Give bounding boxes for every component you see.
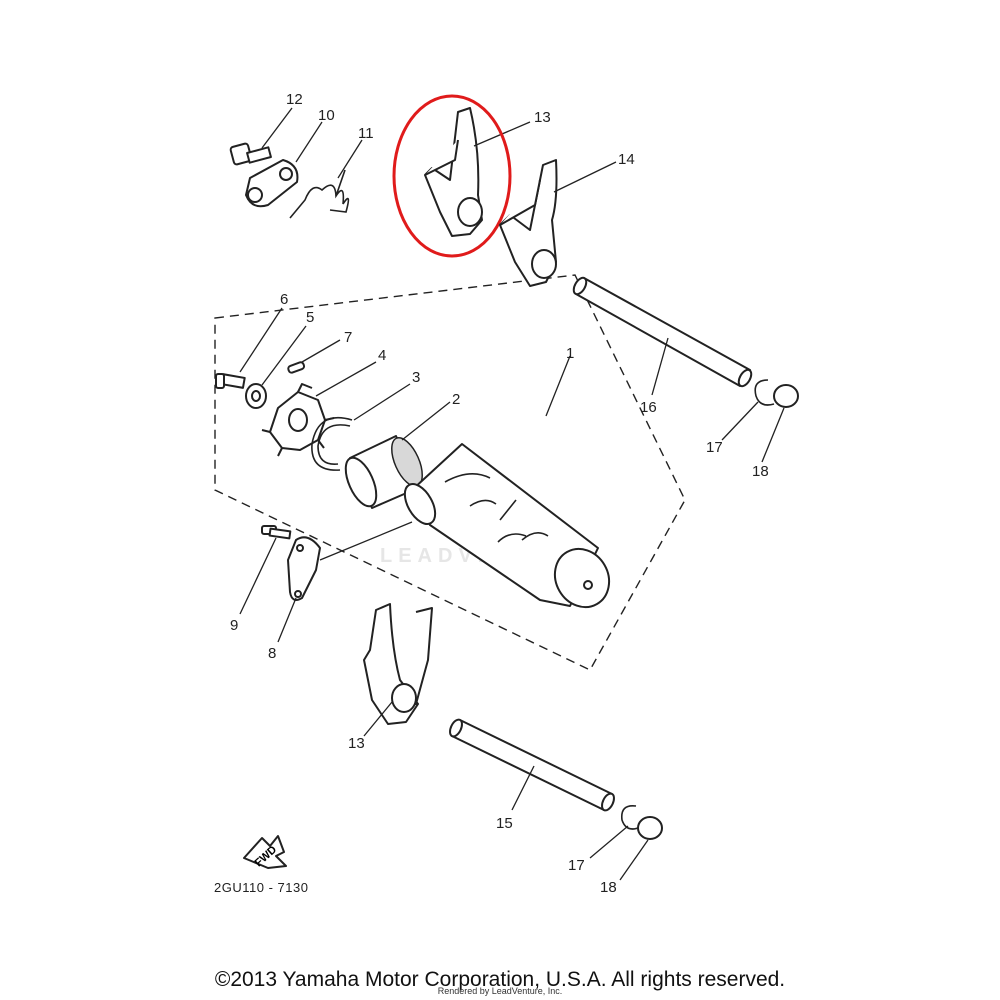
- label-9: 9: [230, 617, 238, 634]
- rendered-by-text: Rendered by LeadVenture, Inc.: [437, 986, 563, 996]
- label-3: 3: [412, 369, 420, 386]
- label-7: 7: [344, 329, 352, 346]
- part-16-guide-bar[interactable]: [571, 276, 754, 396]
- label-13-lower: 13: [348, 735, 365, 752]
- label-12: 12: [286, 91, 303, 108]
- label-15: 15: [496, 815, 513, 832]
- part-17-circlip-lower[interactable]: [589, 804, 639, 859]
- part-number-labels: 1 2 3 4 5 6 7 8 9 10 11 12 13 13 14 15 1…: [230, 91, 769, 896]
- label-10: 10: [318, 107, 335, 124]
- assembly-boundary: [214, 274, 686, 671]
- label-17-lower: 17: [568, 857, 585, 874]
- part-14-shift-fork[interactable]: [499, 159, 617, 287]
- label-14: 14: [618, 151, 635, 168]
- label-6: 6: [280, 291, 288, 308]
- part-8-stopper-plate[interactable]: [277, 521, 413, 643]
- part-18-cap-lower[interactable]: [619, 816, 663, 881]
- part-7-dowel-pin[interactable]: [287, 339, 341, 374]
- part-10-stopper-lever[interactable]: [245, 121, 323, 208]
- part-3-retaining-ring[interactable]: [311, 383, 411, 471]
- label-13-top: 13: [534, 109, 551, 126]
- label-2: 2: [452, 391, 460, 408]
- part-9-screw[interactable]: [239, 525, 292, 615]
- label-17-upper: 17: [706, 439, 723, 456]
- label-4: 4: [378, 347, 386, 364]
- part-5-washer[interactable]: [245, 325, 307, 409]
- part-6-screw[interactable]: [215, 307, 283, 389]
- copyright-text: ©2013 Yamaha Motor Corporation, U.S.A. A…: [214, 968, 786, 991]
- shift-cam-drum[interactable]: [399, 355, 620, 617]
- part-13-shift-fork-lower[interactable]: [363, 603, 433, 737]
- diagram-code: 2GU110 - 7130: [214, 880, 308, 895]
- label-1: 1: [566, 345, 574, 362]
- fwd-arrow-icon: FWD: [243, 835, 287, 869]
- label-8: 8: [268, 645, 276, 662]
- part-18-cap-upper[interactable]: [761, 384, 799, 463]
- label-18-upper: 18: [752, 463, 769, 480]
- label-11: 11: [358, 125, 374, 142]
- highlight-circle: [392, 94, 512, 258]
- label-18-lower: 18: [600, 879, 617, 896]
- part-17-circlip-upper[interactable]: [721, 379, 775, 441]
- part-11-torsion-spring[interactable]: [289, 139, 363, 219]
- label-5: 5: [306, 309, 314, 326]
- part-15-guide-bar[interactable]: [448, 718, 617, 813]
- part-4-segment[interactable]: [261, 361, 377, 457]
- label-16: 16: [640, 399, 657, 416]
- part-12-bolt[interactable]: [229, 107, 293, 166]
